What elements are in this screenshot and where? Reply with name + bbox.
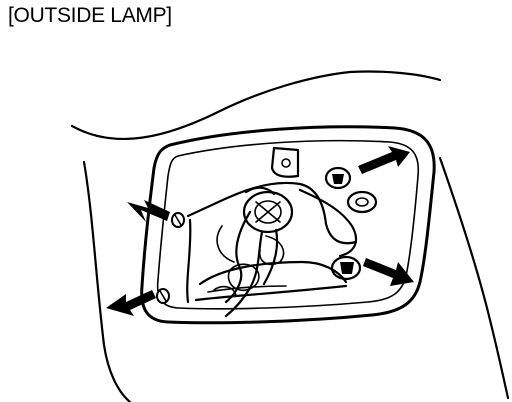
bracket-tab	[270, 146, 300, 178]
mounting-screw-upper	[171, 212, 185, 228]
bulb-socket-main	[242, 190, 294, 234]
lamp-housing	[140, 125, 436, 325]
wiring-harness	[213, 186, 279, 318]
trim-panel	[70, 70, 510, 402]
arrow-icon	[363, 258, 414, 286]
diagram-title: [OUTSIDE LAMP]	[8, 4, 172, 27]
arrow-icon	[106, 290, 156, 316]
reflector	[186, 181, 358, 304]
mounting-screw-lower	[156, 288, 170, 304]
arrow-icon	[127, 200, 170, 222]
bulb-socket-upper-right	[324, 166, 378, 214]
arrow-icon	[358, 146, 410, 174]
bulb-socket-lower-right	[330, 255, 362, 281]
callout-arrows	[106, 146, 414, 316]
